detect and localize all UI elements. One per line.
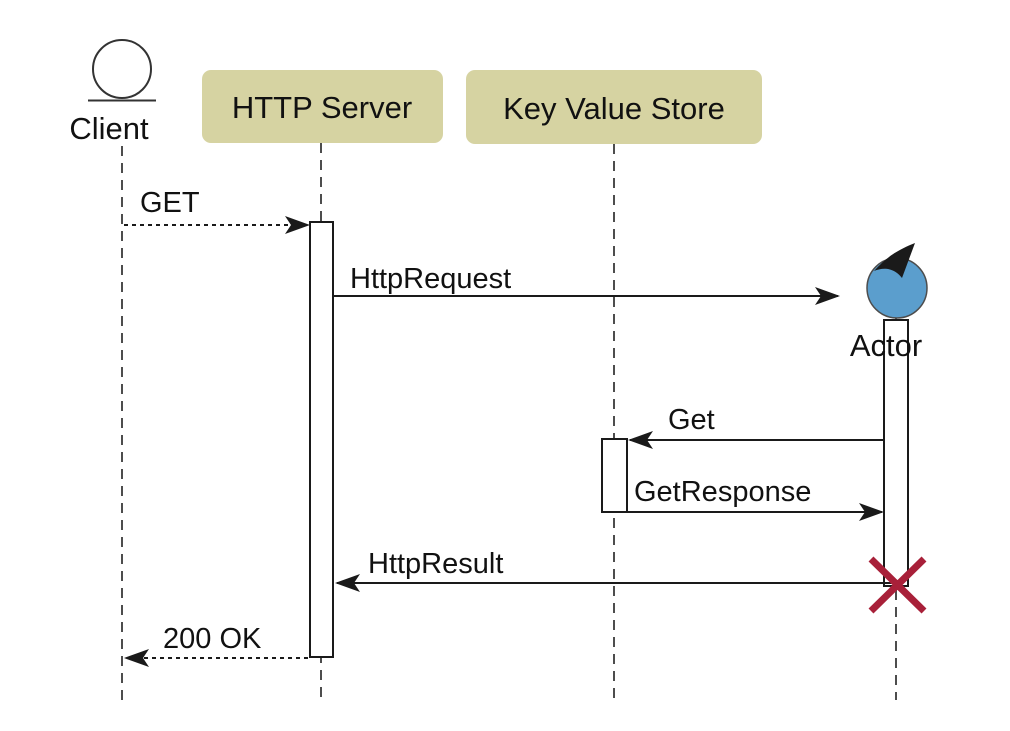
participant-label-http-server: HTTP Server xyxy=(232,90,412,125)
activation-bar-http-server xyxy=(309,221,334,658)
message-label-200ok: 200 OK xyxy=(163,623,262,655)
participant-box-kv-store xyxy=(466,70,762,144)
message-label-getresponse: GetResponse xyxy=(634,476,811,508)
participant-label-client: Client xyxy=(69,111,149,146)
message-label-get-kv: Get xyxy=(668,404,715,436)
message-label-httpresult: HttpResult xyxy=(368,548,503,580)
activation-bar-kv-store xyxy=(601,438,628,513)
message-label-httprequest: HttpRequest xyxy=(350,263,511,295)
client-boundary-icon xyxy=(92,39,152,99)
destroy-x-icon xyxy=(868,556,927,614)
message-label-get: GET xyxy=(140,187,200,219)
actor-rotation-arrow-icon xyxy=(874,243,915,278)
participant-label-actor: Actor xyxy=(850,328,922,363)
activation-bar-actor xyxy=(883,319,909,587)
participant-label-kv-store: Key Value Store xyxy=(503,91,725,126)
participant-box-http-server xyxy=(202,70,443,143)
